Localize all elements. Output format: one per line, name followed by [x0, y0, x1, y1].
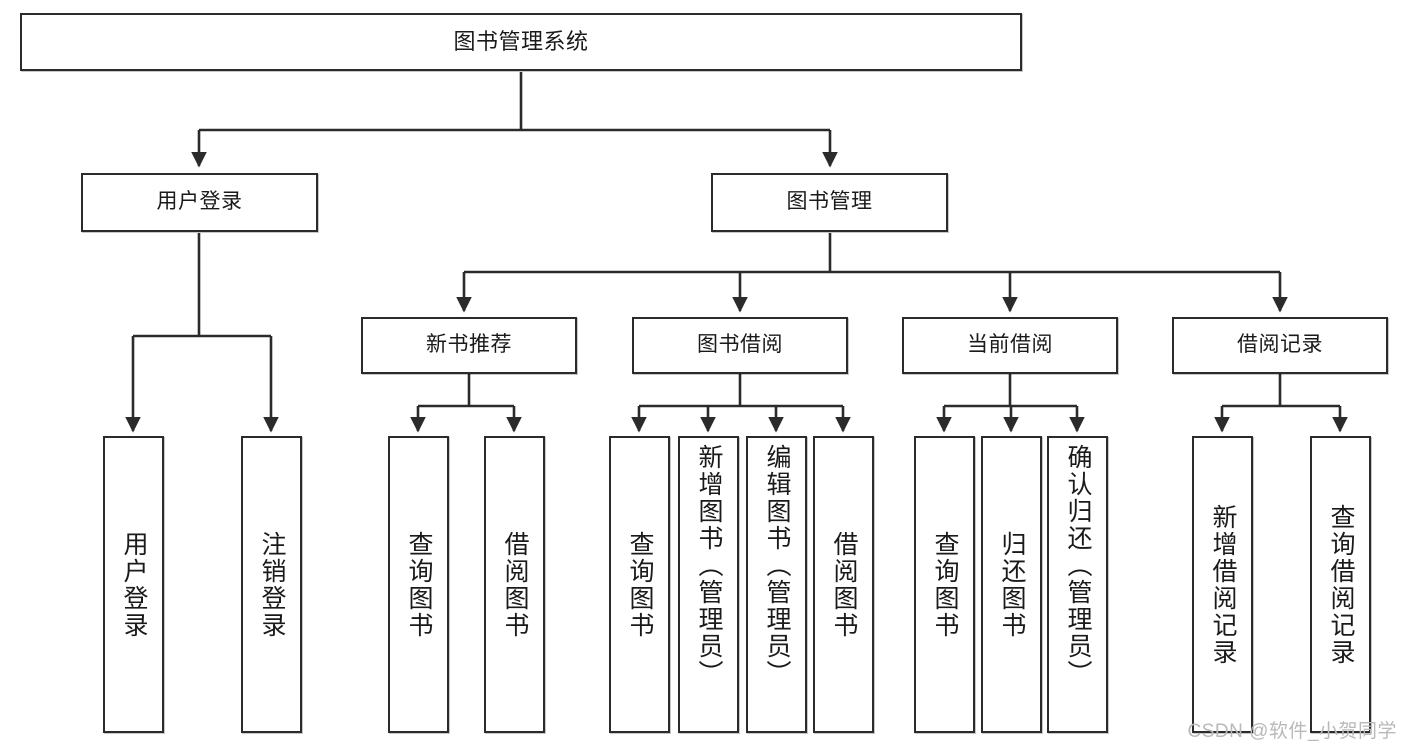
node-label: 注销登录 — [258, 530, 286, 639]
leaf-current-borrow-return-book[interactable]: 归还图书 — [981, 436, 1042, 733]
leaf-book-borrow-borrow-book[interactable]: 借阅图书 — [813, 436, 874, 733]
node-label: 借阅图书 — [830, 530, 858, 639]
node-label: 查询图书 — [931, 530, 959, 639]
node-label: 当前借阅 — [967, 333, 1053, 357]
node-root-book-management-system[interactable]: 图书管理系统 — [20, 13, 1022, 71]
leaf-book-borrow-edit-book-admin[interactable]: 编辑图书（管理员） — [746, 436, 807, 733]
node-current-borrow[interactable]: 当前借阅 — [902, 317, 1118, 374]
node-book-management[interactable]: 图书管理 — [711, 173, 948, 232]
node-label: 归还图书 — [998, 530, 1026, 639]
node-label: 查询图书 — [626, 530, 654, 639]
node-user-login[interactable]: 用户登录 — [81, 173, 318, 232]
leaf-user-login-logout[interactable]: 注销登录 — [241, 436, 302, 733]
node-borrow-record[interactable]: 借阅记录 — [1172, 317, 1388, 374]
node-label: 确认归还（管理员） — [1064, 444, 1092, 687]
node-label: 编辑图书（管理员） — [763, 444, 791, 687]
node-label: 新增借阅记录 — [1209, 503, 1237, 666]
leaf-book-borrow-add-book-admin[interactable]: 新增图书（管理员） — [678, 436, 739, 733]
node-book-borrow[interactable]: 图书借阅 — [632, 317, 848, 374]
node-label: 借阅图书 — [501, 530, 529, 639]
leaf-new-book-borrow-book[interactable]: 借阅图书 — [484, 436, 545, 733]
node-label: 查询借阅记录 — [1327, 503, 1355, 666]
node-label: 借阅记录 — [1237, 333, 1323, 357]
leaf-borrow-record-add-record[interactable]: 新增借阅记录 — [1192, 436, 1253, 733]
leaf-user-login-login[interactable]: 用户登录 — [103, 436, 164, 733]
node-label: 图书借阅 — [697, 333, 783, 357]
node-label: 图书管理 — [786, 190, 873, 214]
leaf-current-borrow-confirm-return-admin[interactable]: 确认归还（管理员） — [1047, 436, 1108, 733]
node-label: 图书管理系统 — [453, 29, 589, 55]
node-label: 用户登录 — [120, 530, 148, 639]
node-label: 用户登录 — [156, 190, 243, 214]
leaf-current-borrow-query-book[interactable]: 查询图书 — [914, 436, 975, 733]
node-label: 新书推荐 — [426, 333, 512, 357]
node-label: 新增图书（管理员） — [695, 444, 723, 687]
node-label: 查询图书 — [405, 530, 433, 639]
leaf-book-borrow-query-book[interactable]: 查询图书 — [609, 436, 670, 733]
leaf-borrow-record-query-record[interactable]: 查询借阅记录 — [1310, 436, 1371, 733]
csdn-watermark: CSDN @软件_小贺同学 — [1187, 721, 1397, 742]
node-new-book-recommend[interactable]: 新书推荐 — [361, 317, 577, 374]
leaf-new-book-query-book[interactable]: 查询图书 — [388, 436, 449, 733]
